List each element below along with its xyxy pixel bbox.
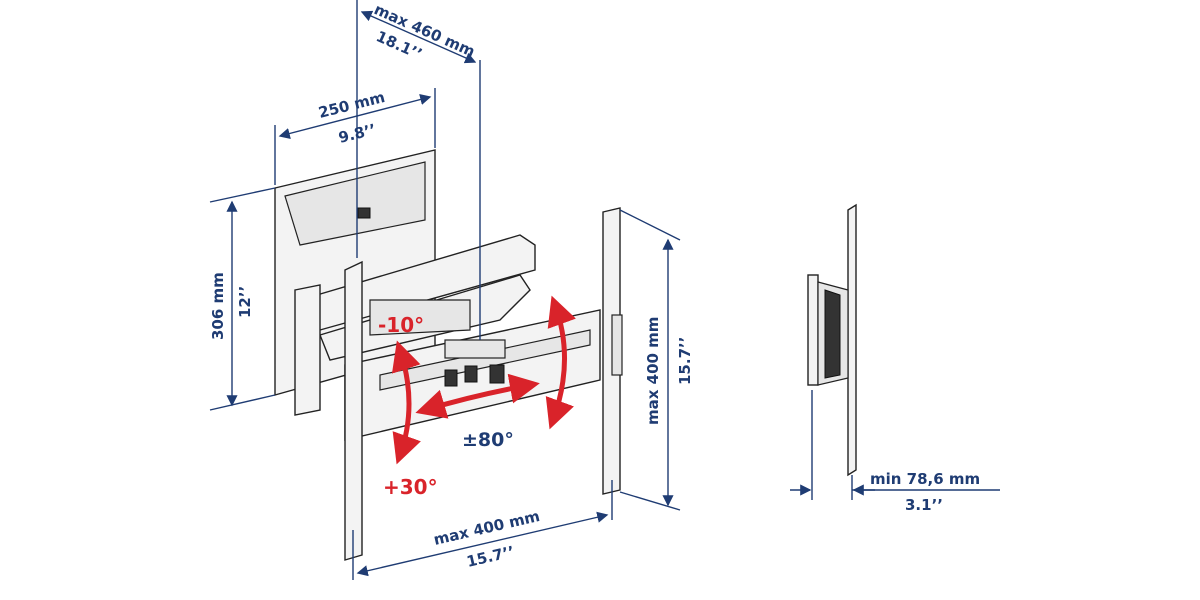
label-min-depth-mm: min 78,6 mm xyxy=(870,470,980,488)
label-min-depth-in: 3.1’’ xyxy=(905,496,943,514)
dim-min-depth xyxy=(790,390,1000,500)
angle-arrows xyxy=(391,295,576,465)
label-tilt-down: +30° xyxy=(383,475,438,499)
mount-illustration xyxy=(274,149,623,561)
dim-wall-plate-width xyxy=(274,88,436,185)
label-vesa-vertical-mm: max 400 mm xyxy=(644,317,662,425)
side-view-illustration xyxy=(807,203,857,477)
label-vesa-vertical-in: 15.7’’ xyxy=(676,337,694,385)
label-wall-plate-height-in: 12’’ xyxy=(236,286,254,318)
label-wall-plate-height-mm: 306 mm xyxy=(209,272,227,340)
label-swivel: ±80° xyxy=(462,429,514,451)
dim-vesa-vertical xyxy=(619,209,681,511)
dim-wall-plate-height xyxy=(209,187,276,411)
label-tilt-up: -10° xyxy=(378,313,424,337)
dim-vesa-horizontal xyxy=(352,480,613,580)
